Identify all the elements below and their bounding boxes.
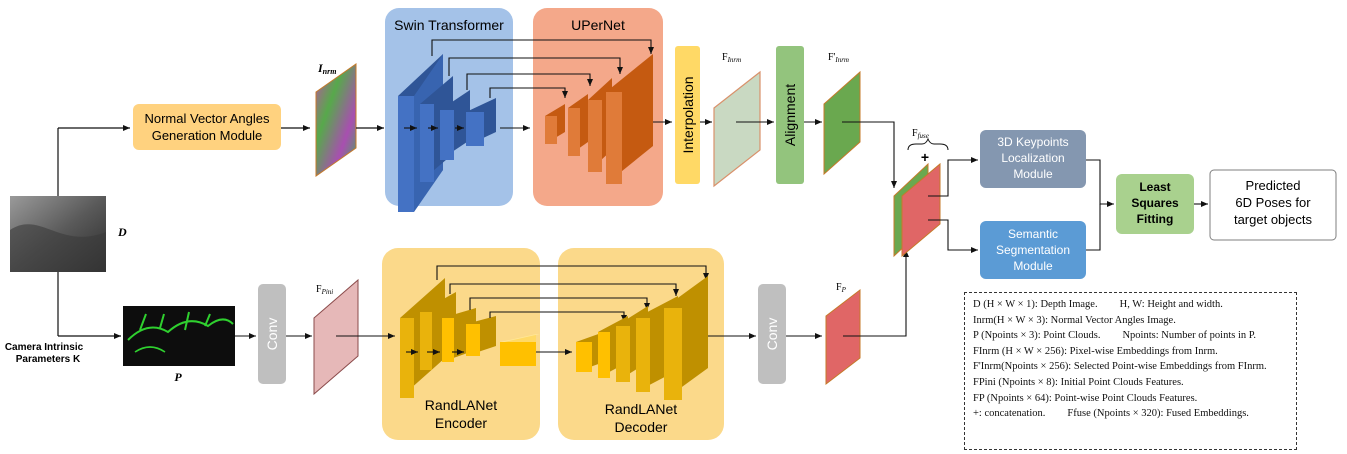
randla-encoder-blocks [400, 278, 540, 398]
fuse-brace [907, 137, 949, 151]
swin-title: Swin Transformer [394, 17, 504, 33]
legend-box: D (H × W × 1): Depth Image.H, W: Height … [964, 292, 1297, 450]
randla-decoder-title-2: Decoder [615, 419, 668, 435]
legend-row-8: +: concatenation.Ffuse (Npoints × 320): … [973, 408, 1249, 420]
svg-text:3D Keypoints: 3D Keypoints [997, 135, 1068, 149]
legend-row-5: F'Inrm(Npoints × 256): Selected Point-wi… [973, 361, 1267, 373]
svg-text:Localization: Localization [1001, 151, 1064, 165]
conv-block-1 [258, 284, 286, 384]
depth-label: D [117, 225, 127, 239]
f-inrm-label: FInrm [722, 52, 741, 64]
inrm-image [315, 63, 357, 177]
upernet-title: UPerNet [571, 17, 625, 33]
f-inrm-feature [713, 70, 761, 188]
alignment-block [776, 46, 804, 184]
f-prime-inrm-feature [823, 70, 861, 176]
swin-blocks [398, 54, 496, 212]
svg-text:6D Poses for: 6D Poses for [1235, 195, 1311, 210]
fused-feature [893, 162, 941, 258]
legend-row-7: FP (Npoints × 64): Point-wise Point Clou… [973, 392, 1198, 404]
legend-row-1: D (H × W × 1): Depth Image.H, W: Height … [973, 299, 1223, 310]
f-prime-inrm-label: F'Inrm [828, 52, 849, 64]
interpolation-block [675, 46, 700, 184]
conv1-label: Conv [264, 318, 280, 351]
points-label: P [174, 370, 182, 384]
normal-vector-generation-module [133, 104, 281, 150]
f-p-label: FP [836, 282, 847, 294]
normal-gen-text-2: Generation Module [152, 128, 263, 143]
conv2-label: Conv [764, 318, 780, 351]
alignment-label: Alignment [782, 84, 798, 146]
legend-row-6: FPini (Npoints × 8): Initial Point Cloud… [973, 376, 1184, 388]
least-squares-fitting [1116, 174, 1194, 234]
legend-row-2: Inrm(H × W × 3): Normal Vector Angles Im… [973, 314, 1176, 326]
f-pini-feature [313, 278, 359, 396]
svg-text:target objects: target objects [1234, 212, 1313, 227]
randla-encoder-title-1: RandLANet [425, 397, 497, 413]
upernet-blocks [545, 54, 653, 184]
f-fuse-label: Ffuse [912, 128, 929, 140]
camera-intrinsic-label-1: Camera Intrinsic [5, 342, 84, 353]
svg-text:Predicted: Predicted [1246, 178, 1301, 193]
randla-encoder-title-2: Encoder [435, 415, 487, 431]
keypoints-module [980, 130, 1086, 188]
svg-text:Module: Module [1013, 259, 1053, 273]
svg-text:Module: Module [1013, 167, 1053, 181]
svg-text:Semantic: Semantic [1008, 227, 1058, 241]
f-pini-label: FPini [316, 284, 333, 296]
plus-symbol: + [921, 149, 929, 165]
randla-decoder-blocks [576, 276, 708, 400]
svg-text:Segmentation: Segmentation [996, 243, 1070, 257]
point-cloud-image [123, 306, 235, 366]
predicted-output [1209, 169, 1337, 241]
randla-decoder-title-1: RandLANet [605, 401, 677, 417]
camera-intrinsic-label-2: Parameters K [16, 354, 81, 365]
inrm-label: Inrm [317, 61, 336, 76]
legend-row-4: FInrm (H × W × 256): Pixel-wise Embeddin… [973, 345, 1218, 357]
svg-text:Least: Least [1139, 180, 1170, 194]
svg-text:Fitting: Fitting [1137, 212, 1174, 226]
legend-row-3: P (Npoints × 3): Point Clouds.Npoints: N… [973, 330, 1257, 342]
normal-gen-text-1: Normal Vector Angles [144, 111, 270, 126]
interpolation-label: Interpolation [680, 76, 696, 153]
f-p-feature [825, 288, 861, 386]
conv-block-2 [758, 284, 786, 384]
semantic-segmentation-module [980, 221, 1086, 279]
svg-text:Squares: Squares [1131, 196, 1179, 210]
